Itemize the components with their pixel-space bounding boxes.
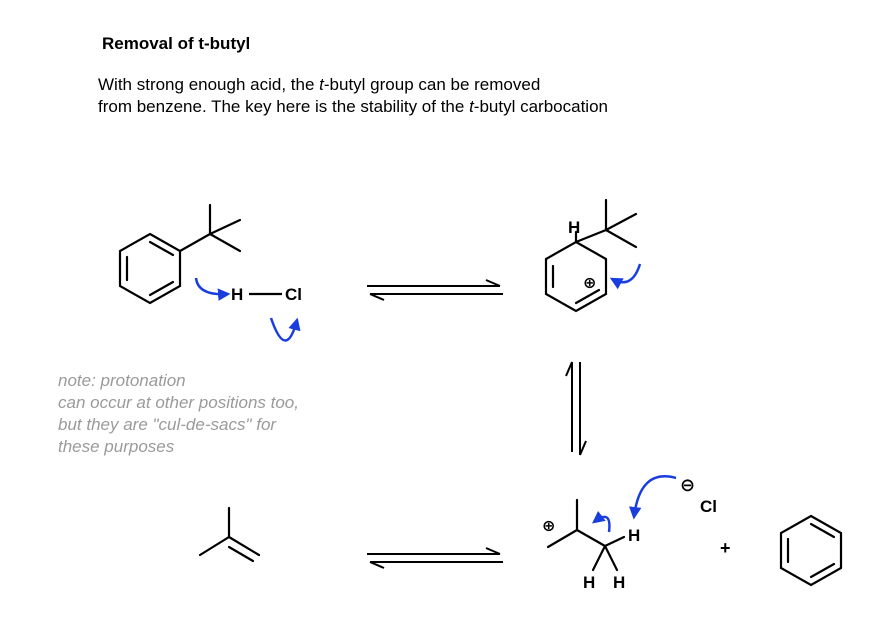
intro-line-1: With strong enough acid, the t-butyl gro…	[98, 75, 541, 94]
equilibrium-arrow-3	[367, 547, 503, 569]
arenium-h: H	[568, 218, 580, 237]
curved-arrow-arenium	[609, 263, 642, 290]
protonation-note: note: protonation can occur at other pos…	[58, 370, 299, 458]
note-line-4: these purposes	[58, 437, 175, 456]
note-line-1: note: protonation	[58, 371, 186, 390]
methyl-h-1: H	[628, 526, 640, 545]
hcl-h: H	[231, 285, 243, 304]
curved-arrow-bond-to-cation	[592, 510, 611, 533]
chloride-cl: Cl	[700, 497, 717, 516]
benzene	[779, 514, 843, 587]
intro-line-2: from benzene. The key here is the stabil…	[98, 97, 608, 116]
t-butylbenzene	[118, 203, 242, 305]
chloride-negative-charge: ⊖	[680, 475, 695, 495]
cation-positive-charge: ⊕	[542, 518, 555, 535]
intro-text: With strong enough acid, the t-butyl gro…	[98, 74, 608, 118]
methyl-h-3: H	[613, 573, 625, 592]
hcl-cl: Cl	[285, 285, 302, 304]
equilibrium-arrow-2	[565, 361, 587, 456]
curved-arrow-bond-to-cl	[269, 317, 301, 342]
t-butyl-cation	[546, 498, 626, 572]
curved-arrow-ring-to-h	[194, 277, 231, 301]
note-line-3: but they are "cul-de-sacs" for	[58, 415, 277, 434]
hcl-molecule: H Cl	[231, 285, 302, 304]
arenium-ion	[544, 198, 638, 313]
note-line-2: can occur at other positions too,	[58, 393, 299, 412]
arenium-positive-charge: ⊕	[583, 275, 596, 292]
methyl-h-2: H	[583, 573, 595, 592]
plus-sign: +	[720, 538, 731, 558]
page-title: Removal of t-butyl	[102, 34, 251, 53]
curved-arrow-chloride-to-h	[629, 475, 677, 520]
isobutylene	[198, 506, 261, 563]
equilibrium-arrow-1	[367, 279, 503, 301]
